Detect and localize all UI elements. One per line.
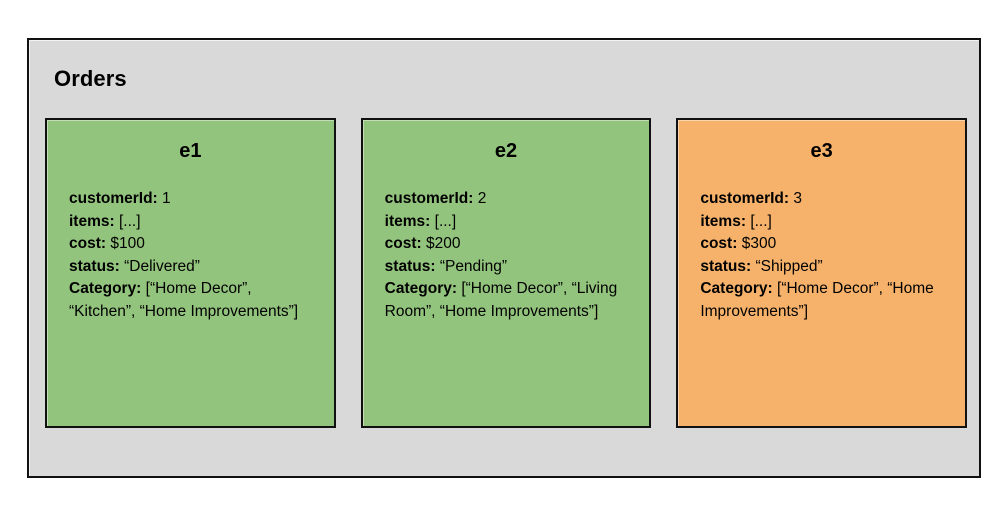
order-card-row: e1 customerId: 1 items: [...] cost: $100… — [45, 118, 968, 428]
field-key: status: — [700, 257, 752, 275]
field-key: Category: — [384, 280, 458, 297]
field-value: [“Home Decor”, “Living Room”, “Home Impr… — [384, 280, 618, 320]
field-value: [“Home Decor”, “Home Improvements”] — [700, 280, 934, 320]
field-items: items: [...] — [700, 211, 949, 234]
field-value: $100 — [110, 235, 145, 252]
order-card-title: e1 — [179, 140, 202, 162]
field-cost: cost: $200 — [385, 233, 634, 256]
order-card-fields: customerId: 1 items: [...] cost: $100 st… — [47, 188, 334, 323]
field-key: customerId: — [700, 190, 790, 207]
field-key: cost: — [384, 235, 422, 252]
field-key: customerId: — [384, 190, 474, 207]
order-card-title: e3 — [810, 140, 833, 162]
order-card-e3[interactable]: e3 customerId: 3 items: [...] cost: $300… — [676, 118, 968, 428]
field-key: items: — [700, 212, 746, 230]
field-customerid: customerId: 1 — [69, 188, 318, 211]
field-value: “Shipped” — [755, 257, 823, 275]
order-card-e2[interactable]: e2 customerId: 2 items: [...] cost: $200… — [360, 118, 652, 428]
field-key: customerId: — [69, 190, 158, 207]
field-key: items: — [69, 212, 115, 230]
field-items: items: [...] — [385, 211, 634, 234]
field-value: $200 — [426, 235, 461, 252]
field-key: Category: — [700, 280, 773, 297]
field-key: status: — [384, 257, 436, 275]
field-key: status: — [69, 257, 120, 275]
order-card-title: e2 — [494, 140, 518, 162]
field-items: items: [...] — [69, 211, 318, 234]
field-customerid: customerId: 3 — [700, 188, 949, 211]
field-cost: cost: $300 — [700, 233, 949, 256]
field-value: 3 — [793, 190, 802, 207]
field-category: Category: [“Home Decor”, “Home Improveme… — [700, 278, 949, 323]
field-key: Category: — [69, 280, 142, 297]
field-key: cost: — [69, 235, 107, 252]
field-status: status: “Shipped” — [700, 256, 949, 279]
orders-panel: Orders e1 customerId: 1 items: [...] cos… — [27, 38, 981, 478]
field-value: 2 — [477, 190, 487, 207]
field-value: “Delivered” — [124, 257, 200, 275]
order-card-fields: customerId: 3 items: [...] cost: $300 st… — [678, 188, 965, 323]
field-status: status: “Pending” — [385, 256, 634, 279]
field-category: Category: [“Home Decor”, “Living Room”, … — [385, 278, 634, 323]
field-key: items: — [384, 212, 431, 230]
field-value: [...] — [434, 212, 457, 230]
field-value: “Pending” — [439, 257, 508, 275]
field-value: 1 — [162, 190, 171, 207]
field-status: status: “Delivered” — [69, 256, 318, 279]
field-value: [...] — [750, 212, 772, 230]
order-card-e1[interactable]: e1 customerId: 1 items: [...] cost: $100… — [45, 118, 336, 428]
field-cost: cost: $100 — [69, 233, 318, 256]
page-title: Orders — [54, 66, 127, 91]
field-key: cost: — [700, 235, 738, 252]
field-value: [...] — [118, 212, 141, 230]
field-customerid: customerId: 2 — [385, 188, 634, 211]
order-card-fields: customerId: 2 items: [...] cost: $200 st… — [363, 188, 650, 323]
field-value: $300 — [741, 235, 777, 252]
field-value: [“Home Decor”, “Kitchen”, “Home Improvem… — [69, 280, 299, 320]
field-category: Category: [“Home Decor”, “Kitchen”, “Hom… — [69, 278, 318, 323]
